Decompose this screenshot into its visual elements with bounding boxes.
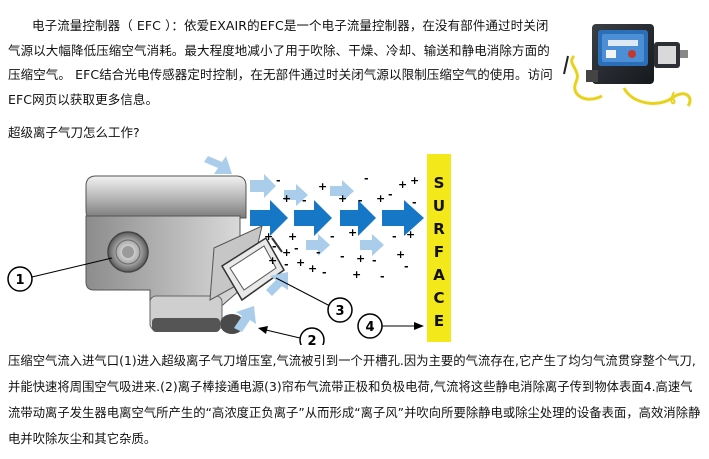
ion-charge: +: [296, 256, 305, 269]
ion-charge: -: [316, 246, 321, 259]
ion-charges: - + - + - + + - + - + - + - + - + - + - …: [264, 172, 419, 283]
ion-charge: +: [308, 262, 317, 275]
ion-charge: -: [302, 194, 307, 207]
ion-charge: -: [322, 266, 327, 279]
svg-text:4: 4: [365, 320, 374, 335]
ion-charge: +: [356, 252, 365, 265]
ion-charge: +: [396, 248, 405, 261]
section-question: 超级离子气刀怎么工作?: [8, 125, 140, 140]
ion-charge: -: [412, 196, 417, 209]
ion-charge: -: [392, 230, 397, 243]
ion-charge: +: [268, 254, 277, 267]
surface-letter: A: [433, 266, 445, 284]
surface-letter: C: [433, 289, 444, 307]
ion-charge: -: [284, 258, 289, 271]
intro-paragraph: 电子流量控制器（ EFC ）：依爱EXAIR的EFC是一个电子流量控制器，在没有…: [8, 18, 553, 107]
explanation-paragraph: 压缩空气流入进气口(1)进入超级离子气刀增压室,气流被引到一个开槽孔.因为主要的…: [8, 354, 701, 446]
arrow-light-1: [204, 156, 232, 174]
primary-air-arrows: [250, 200, 424, 236]
air-knife-body: [85, 175, 263, 334]
entrained-air-arrows: [204, 156, 384, 332]
ion-charge: +: [318, 180, 327, 193]
callout-leaders: [31, 257, 424, 339]
svg-text:1: 1: [15, 273, 24, 288]
ion-charge: +: [282, 246, 291, 259]
arrow-dark-1: [250, 200, 288, 236]
ion-charge: -: [276, 174, 281, 187]
svg-text:2: 2: [307, 334, 316, 345]
ion-charge: +: [264, 230, 273, 243]
ion-charge: +: [352, 268, 361, 281]
ion-charge: +: [410, 174, 419, 187]
ion-charge: +: [282, 192, 291, 205]
ion-charge: -: [340, 250, 345, 263]
ion-charge: -: [358, 194, 363, 207]
svg-text:3: 3: [335, 304, 344, 319]
ion-charge: -: [364, 172, 369, 185]
ion-charge: -: [380, 270, 385, 283]
arrow-light-7: [234, 306, 256, 332]
arrow-dark-4: [382, 200, 424, 236]
arrow-dark-3: [340, 200, 376, 236]
arrow-light-8: [266, 272, 288, 296]
surface-letter: R: [433, 220, 445, 238]
ion-charge: +: [406, 228, 415, 241]
ion-charge: -: [330, 230, 335, 243]
arrow-light-6: [360, 234, 384, 256]
ion-charge: -: [372, 254, 377, 267]
callout-4: 4: [357, 313, 383, 339]
ion-charge: +: [338, 192, 347, 205]
callout-2: 2: [299, 327, 325, 345]
ion-charge: +: [348, 226, 357, 239]
arrow-light-3: [284, 184, 308, 206]
air-knife-diagram: S U R F A C E - + - + - + + - + - + - + …: [7, 154, 451, 345]
surface-letter: U: [433, 197, 445, 215]
ion-charge: +: [288, 230, 297, 243]
ion-charge: -: [388, 188, 393, 201]
callout-3: 3: [327, 297, 353, 323]
arrow-dark-2: [294, 200, 332, 236]
ion-charge: -: [272, 240, 277, 253]
surface-letter: F: [434, 243, 444, 261]
ionizer-bar: [220, 236, 285, 302]
surface-label: S U R F A C E: [433, 174, 445, 330]
surface-bar: [427, 154, 451, 342]
ion-charge: +: [376, 192, 385, 205]
arrow-light-4: [330, 180, 354, 202]
arrow-light-5: [306, 234, 330, 256]
ion-charge: -: [404, 260, 409, 273]
efc-product-image: [563, 24, 692, 107]
surface-letter: E: [434, 312, 444, 330]
ion-charge: -: [294, 242, 299, 255]
ion-charge: +: [398, 178, 407, 191]
surface-letter: S: [434, 174, 445, 192]
arrow-light-2: [250, 174, 276, 198]
callout-1: 1: [7, 266, 33, 292]
